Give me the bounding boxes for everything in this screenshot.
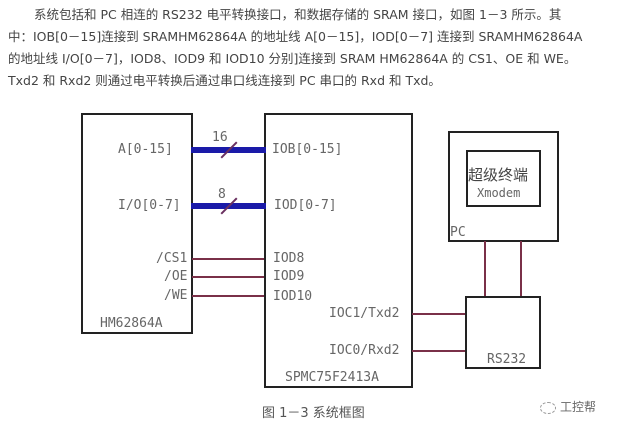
wire-we [192, 295, 264, 297]
terminal-block [466, 150, 541, 207]
paragraph-line: 系统包括和 PC 相连的 RS232 电平转换接口，和数据存储的 SRAM 接口… [34, 7, 562, 22]
data-bus-width: 8 [218, 187, 226, 202]
wire-cs1 [192, 258, 264, 260]
mcu-block [264, 113, 413, 388]
watermark-text: 工控帮 [560, 400, 597, 414]
sram-pin-oe: /OE [164, 269, 188, 284]
sram-pin-address: A[0-15] [118, 142, 173, 157]
mcu-pin-iod10: IOD10 [273, 289, 313, 304]
mcu-pin-iod9: IOD9 [273, 269, 305, 284]
mcu-pin-txd2: IOC1/Txd2 [329, 306, 400, 321]
wire-rxd2 [412, 350, 466, 352]
paragraph-line: 的地址线 I/O[0－7]，IOD8、IOD9 和 IOD10 分别]连接到 S… [8, 51, 577, 66]
description-paragraph: 系统包括和 PC 相连的 RS232 电平转换接口，和数据存储的 SRAM 接口… [8, 4, 636, 92]
mcu-pin-iob: IOB[0-15] [272, 142, 343, 157]
mcu-pin-rxd2: IOC0/Rxd2 [329, 343, 400, 358]
sram-pin-cs1: /CS1 [156, 251, 188, 266]
sram-pin-we: /WE [164, 288, 188, 303]
figure-caption: 图 1－3 系统框图 [262, 406, 365, 421]
paragraph-line: Txd2 和 Rxd2 则通过电平转换后通过串口线连接到 PC 串口的 Rxd … [8, 73, 441, 88]
sram-name: HM62864A [100, 316, 163, 331]
wire-pc-rs232-1 [484, 241, 486, 297]
paragraph-line: 中：IOB[0－15]连接到 SRAMHM62864A 的地址线 A[0－15]… [8, 29, 583, 44]
wire-oe [192, 276, 264, 278]
mcu-pin-iod8: IOD8 [273, 251, 305, 266]
rs232-name: RS232 [487, 352, 527, 367]
rs232-block [465, 296, 541, 369]
wire-txd2 [412, 313, 466, 315]
mcu-pin-iod: IOD[0-7] [274, 198, 337, 213]
watermark: 工控帮 [540, 398, 596, 415]
sram-pin-io: I/O[0-7] [118, 198, 181, 213]
sram-block [81, 113, 193, 334]
address-bus-width: 16 [212, 130, 228, 145]
terminal-name-cn: 超级终端 [468, 166, 529, 184]
wire-pc-rs232-2 [520, 241, 522, 297]
pc-label: PC [450, 225, 466, 240]
terminal-name-en: Xmodem [477, 186, 521, 200]
mcu-name: SPMC75F2413A [285, 370, 379, 385]
wechat-icon [540, 401, 556, 414]
